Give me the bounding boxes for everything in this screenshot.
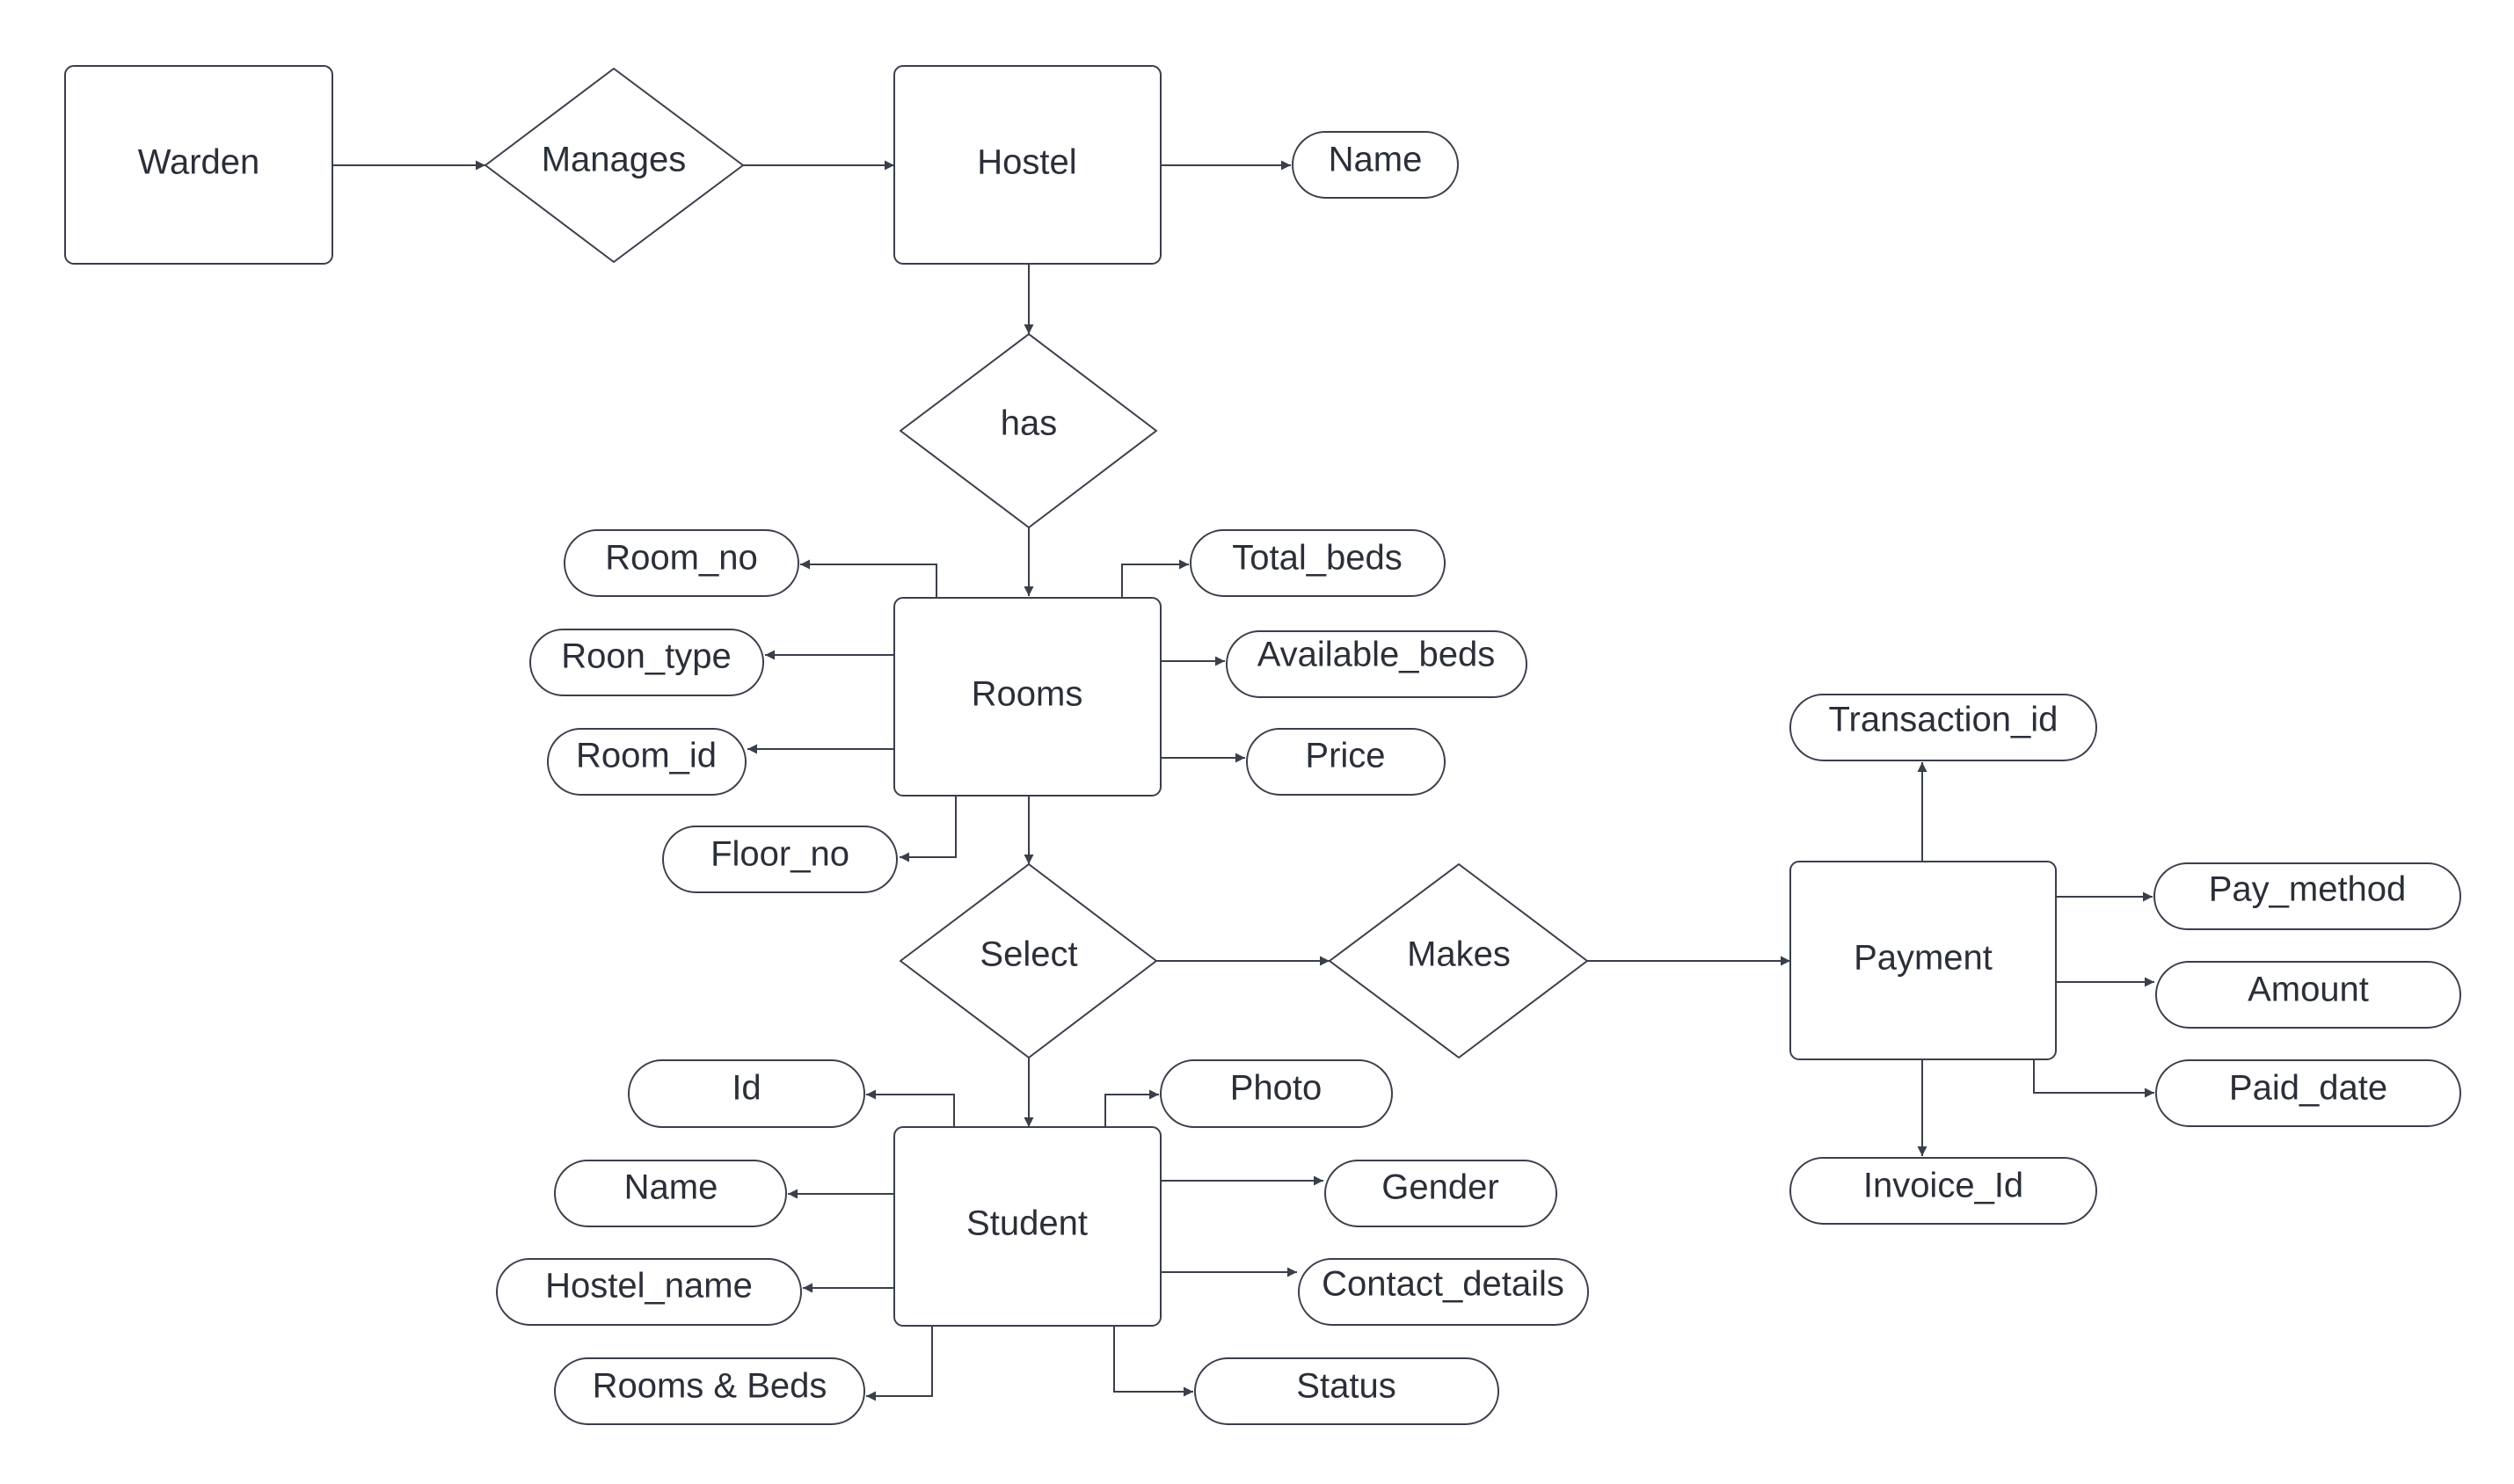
entity-hostel-label: Hostel xyxy=(977,143,1076,182)
relationship-select-label: Select xyxy=(980,935,1077,974)
attribute-roon-type: Roon_type xyxy=(529,629,764,696)
attribute-transaction-id-label: Transaction_id xyxy=(1829,701,2059,739)
attribute-room-id: Room_id xyxy=(547,728,747,796)
entity-hostel: Hostel xyxy=(893,65,1162,265)
attribute-status-label: Status xyxy=(1296,1367,1395,1406)
entity-warden-label: Warden xyxy=(138,143,260,182)
attribute-amount: Amount xyxy=(2155,961,2461,1029)
edge-student-status xyxy=(1113,1326,1193,1397)
edge-rooms-total-beds xyxy=(1121,559,1189,598)
entity-warden: Warden xyxy=(64,65,333,265)
edge-student-id xyxy=(866,1089,955,1127)
attribute-price: Price xyxy=(1246,728,1446,796)
attribute-transaction-id: Transaction_id xyxy=(1789,694,2097,761)
attribute-gender: Gender xyxy=(1324,1160,1557,1227)
connectors xyxy=(332,160,2154,1401)
attribute-amount-label: Amount xyxy=(2248,971,2369,1009)
attribute-photo: Photo xyxy=(1160,1059,1393,1128)
attribute-student-id: Id xyxy=(628,1059,865,1128)
entity-student-label: Student xyxy=(966,1204,1088,1243)
relationship-makes-label: Makes xyxy=(1407,935,1511,974)
edge-rooms-floor-no xyxy=(900,796,957,862)
attribute-room-id-label: Room_id xyxy=(576,737,717,775)
attribute-available-beds-label: Available_beds xyxy=(1257,636,1496,674)
attribute-student-hostel-name-label: Hostel_name xyxy=(545,1267,753,1306)
attribute-pay-method-label: Pay_method xyxy=(2209,870,2407,909)
edge-student-photo xyxy=(1104,1089,1159,1127)
attribute-price-label: Price xyxy=(1305,737,1385,775)
attribute-floor-no: Floor_no xyxy=(662,826,898,893)
relationship-has: has xyxy=(900,333,1157,528)
attribute-paid-date: Paid_date xyxy=(2155,1059,2461,1127)
relationship-select: Select xyxy=(900,863,1157,1058)
attribute-contact-details-label: Contact_details xyxy=(1322,1265,1564,1304)
relationship-makes: Makes xyxy=(1329,863,1588,1058)
attribute-paid-date-label: Paid_date xyxy=(2229,1069,2387,1108)
attribute-student-name-label: Name xyxy=(624,1168,718,1207)
attribute-rooms-beds-label: Rooms & Beds xyxy=(593,1367,827,1406)
edge-payment-paid-date xyxy=(2033,1059,2154,1098)
entity-rooms-label: Rooms xyxy=(972,675,1083,714)
entity-rooms: Rooms xyxy=(893,597,1162,797)
entity-student: Student xyxy=(893,1126,1162,1327)
attribute-hostel-name-label: Name xyxy=(1329,141,1423,179)
edge-student-rooms-beds xyxy=(866,1326,933,1401)
attribute-invoice-id-label: Invoice_Id xyxy=(1863,1167,2023,1205)
attribute-student-hostel-name: Hostel_name xyxy=(496,1258,802,1326)
attribute-floor-no-label: Floor_no xyxy=(710,835,849,874)
attribute-photo-label: Photo xyxy=(1230,1069,1323,1108)
attribute-hostel-name: Name xyxy=(1292,131,1459,199)
attribute-total-beds-label: Total_beds xyxy=(1232,539,1402,578)
relationship-has-label: has xyxy=(1001,404,1058,443)
relationship-manages-label: Manages xyxy=(542,141,687,179)
attribute-rooms-beds: Rooms & Beds xyxy=(554,1357,865,1425)
attribute-student-id-label: Id xyxy=(732,1069,761,1108)
attribute-room-no-label: Room_no xyxy=(605,539,757,578)
entity-payment: Payment xyxy=(1789,861,2057,1060)
entity-payment-label: Payment xyxy=(1854,939,1993,978)
attribute-pay-method: Pay_method xyxy=(2153,862,2461,930)
attribute-gender-label: Gender xyxy=(1381,1168,1498,1207)
attribute-invoice-id: Invoice_Id xyxy=(1789,1157,2097,1225)
attribute-total-beds: Total_beds xyxy=(1190,529,1446,597)
attribute-status: Status xyxy=(1194,1357,1499,1425)
attribute-contact-details: Contact_details xyxy=(1298,1258,1589,1326)
attribute-student-name: Name xyxy=(554,1160,787,1227)
attribute-roon-type-label: Roon_type xyxy=(561,637,731,676)
relationship-manages: Manages xyxy=(485,68,744,263)
attribute-available-beds: Available_beds xyxy=(1226,630,1527,698)
attribute-room-no: Room_no xyxy=(564,529,799,597)
edge-rooms-room-no xyxy=(800,559,937,598)
